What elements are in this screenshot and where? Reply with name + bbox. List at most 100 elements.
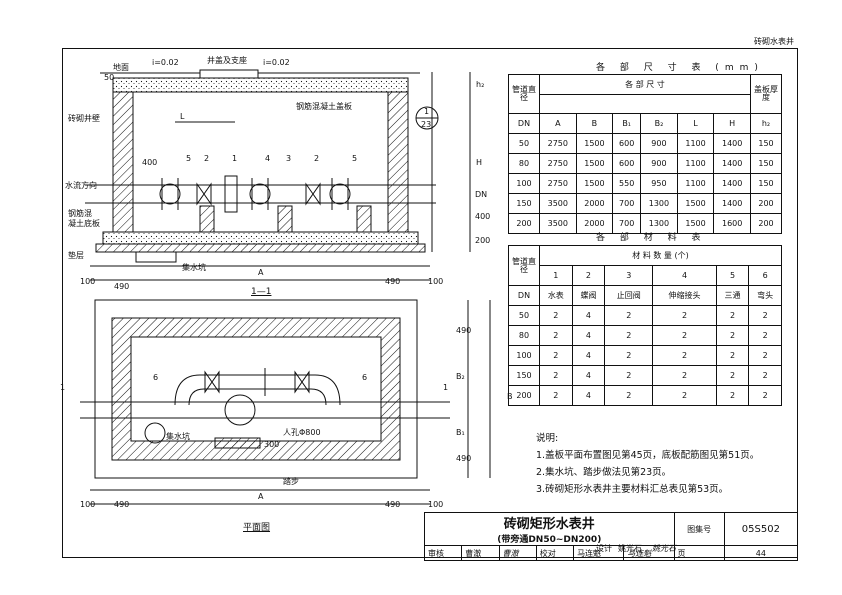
cell: 100 [508, 173, 540, 194]
cell: 2 [539, 325, 573, 346]
materials-col-pipe: 管道直径 [508, 245, 540, 286]
rc-cover-slab [112, 77, 409, 93]
plan-cut-right: 1 [443, 383, 449, 392]
note-item: 2.集水坑、踏步做法见第23页。 [536, 467, 672, 478]
note-item: 1.盖板平面布置图见第45页，底板配筋图见第51页。 [536, 450, 760, 461]
cell: 1400 [713, 193, 751, 214]
sizes-col-pipe: 管道直径 [508, 74, 540, 114]
cell: 1100 [676, 153, 715, 174]
part-num-2a: 2 [204, 154, 210, 163]
cell: 2750 [539, 153, 577, 174]
sizes-sub-cell: H [713, 113, 751, 134]
dim-100-r: 100 [428, 277, 444, 286]
dim-490-r: 490 [385, 277, 401, 286]
cell: 2 [748, 345, 782, 366]
cell: 2 [715, 345, 750, 366]
cell: 3500 [539, 213, 577, 234]
cell: 2 [652, 325, 717, 346]
reviewer-signature: 曹澈 [498, 545, 537, 561]
cell: 150 [750, 133, 782, 154]
part-num-2b: 2 [314, 154, 320, 163]
cell: 2 [539, 305, 573, 326]
cell: 150 [508, 365, 540, 386]
cell: 2 [604, 345, 654, 366]
cell: 1300 [640, 193, 678, 214]
slope-right-label: i=0.02 [263, 58, 290, 67]
cushion-layer [95, 243, 426, 253]
title-cell: 砖砌矩形水表井 (带旁通DN50~DN200) [424, 512, 675, 546]
cell: 2 [652, 305, 717, 326]
part-num-4: 4 [265, 154, 271, 163]
sizes-table: 管道直径 各 部 尺 寸 盖板厚度 DN A B B₁ B₂ L H h₂ 50… [508, 74, 782, 234]
dim-490-l: 490 [114, 282, 130, 291]
cell: 1100 [676, 133, 715, 154]
cell: 150 [508, 193, 540, 214]
cell: 2 [652, 345, 717, 366]
cell: 3 [604, 265, 654, 286]
header-tag: 砖砌水表井 [754, 37, 794, 46]
cell: 900 [640, 153, 678, 174]
cell: 200 [750, 193, 782, 214]
dim-A-section: A [258, 268, 264, 277]
drawing-subtitle: (带旁通DN50~DN200) [497, 535, 602, 545]
cell: 2 [748, 385, 782, 406]
plan-manhole-label: 人孔Φ800 [283, 428, 321, 437]
cell: 200 [750, 213, 782, 234]
cell: 1400 [713, 133, 751, 154]
cell: 4 [571, 345, 606, 366]
review-label: 审核 [423, 545, 463, 561]
detail-ref-bottom: 23 [421, 120, 432, 129]
sizes-sub-cell: h₂ [750, 113, 782, 134]
plan-six-left: 6 [153, 373, 159, 382]
cushion-label: 垫层 [68, 251, 84, 260]
plan-sump-label: 集水坑 [166, 432, 190, 441]
dim-400: 400 [475, 212, 491, 221]
cell: 2750 [539, 173, 577, 194]
cell: 1500 [575, 133, 614, 154]
cell: 2 [604, 365, 654, 386]
plan-step-label: 踏步 [283, 477, 299, 486]
cell: 2 [652, 365, 717, 386]
cell: 2 [748, 365, 782, 386]
plan-dim-490-r: 490 [385, 500, 401, 509]
dim-h2: h₂ [476, 80, 485, 89]
slope-left-label: i=0.02 [152, 58, 179, 67]
brick-wall-label: 砖砌井壁 [68, 114, 100, 123]
dim-L: L [180, 112, 185, 121]
cell: 2 [715, 365, 750, 386]
sizes-col-dims: 各 部 尺 寸 [539, 74, 751, 95]
cell: 1500 [676, 193, 715, 214]
sizes-sub-cell: DN [508, 113, 540, 134]
cell: 2 [571, 265, 606, 286]
cell: 150 [750, 153, 782, 174]
note-item: 3.砖砌矩形水表井主要材料汇总表见第53页。 [536, 484, 729, 495]
cell: 80 [508, 153, 540, 174]
atlas-number: 05S502 [723, 512, 799, 546]
atlas-label: 图集号 [673, 512, 725, 546]
cell: 1500 [676, 213, 715, 234]
section-1-1-drawing [85, 69, 471, 281]
ground-label: 地面 [113, 63, 129, 72]
cell: 1400 [713, 153, 751, 174]
plan-dim-490-bot: 490 [456, 454, 472, 463]
cell: 2 [748, 325, 782, 346]
plan-dim-B2: B₂ [456, 372, 465, 381]
left-brick-wall [112, 91, 134, 233]
rc-base-label-1: 钢筋混 [68, 209, 92, 218]
plan-title: 平面图 [243, 523, 271, 533]
cell: 三通 [715, 285, 750, 306]
dim-100-l: 100 [80, 277, 96, 286]
plan-dim-490-top: 490 [456, 326, 472, 335]
cell: 1400 [713, 173, 751, 194]
cell: 950 [640, 173, 678, 194]
cell: 2000 [575, 193, 614, 214]
designer-name: 姚光石 [618, 544, 642, 553]
cell: 2 [715, 325, 750, 346]
section-title: 1—1 [251, 287, 272, 297]
sizes-sub-cell: A [539, 113, 577, 134]
